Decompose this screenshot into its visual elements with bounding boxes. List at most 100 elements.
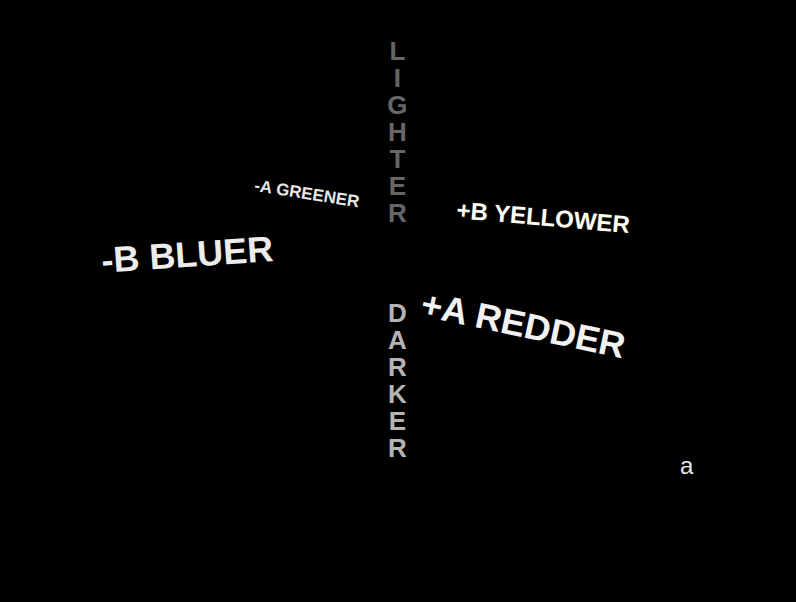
grid-line [0,570,796,571]
grid-line [52,155,400,162]
grid-line [339,121,340,300]
grid-line [567,123,568,300]
arrow-body [45,172,400,357]
grid-line [553,300,796,602]
grid-line [400,140,770,149]
grid-line [591,300,796,602]
grid-line [52,235,400,242]
grid-line [515,300,695,602]
grid-line [610,300,796,602]
grid-line [0,300,136,602]
grid-line [0,497,796,498]
grid-line [195,118,196,300]
grid-line [0,300,249,602]
grid-line [648,300,796,602]
grid-line [543,124,544,300]
grid-line [0,375,796,376]
grid-line [0,300,154,602]
grid-line [572,300,796,602]
grid-line [387,122,388,300]
grid-line [780,300,796,602]
grid-line [52,195,400,202]
grid-line [0,300,173,602]
grid-line [243,119,244,300]
grid-line [219,118,220,300]
grid-line [0,300,98,602]
arrow-body [296,2,502,300]
grid-line [759,121,760,300]
grid-line [52,175,400,182]
grid-line [200,300,344,602]
grid-line [0,300,60,602]
grid-line [534,300,750,602]
grid-line [477,300,585,602]
axis-label: -A GREENER [253,176,361,212]
grid-line [267,119,268,300]
grid-line [171,117,172,300]
grid-line [0,393,796,394]
grid-line [639,123,640,300]
axis-label: +A REDDER [417,283,629,367]
grid-line [419,300,420,602]
grid-line [0,300,268,602]
grid-line [0,300,192,602]
grid-line [0,300,211,602]
grid-line [663,122,664,300]
grid-line [0,415,796,416]
grid-line [400,240,770,249]
grid-line [400,220,770,229]
grid-line [686,300,796,602]
axis-label: +B YELLOWER [456,196,631,239]
grid-line [52,115,400,122]
grid-line [711,122,712,300]
grid-line [723,300,796,602]
axis-label: -B BLUER [100,228,274,282]
grid-line [310,300,382,602]
grid-line [0,300,3,602]
grid-line [735,122,736,300]
grid-line [35,300,287,602]
grid-line [629,300,796,602]
grid-line [0,319,796,320]
grid-line [0,300,117,602]
grid-line [0,466,796,467]
yellow-axis-line [597,120,599,300]
grid-line [0,343,796,344]
grid-line [0,300,79,602]
grid-line [0,330,796,331]
grid-line [51,115,52,300]
grid-line [400,160,770,169]
axis-label: LIGHTER [387,38,408,227]
axis-letter: a [680,452,693,480]
grid-line [0,358,796,359]
grid-line [471,124,472,300]
grid-line [0,299,796,300]
grid-line [423,125,424,300]
grid-line [52,275,400,282]
grid-line [447,125,448,300]
grid-line [704,300,796,602]
grid-line [0,308,796,309]
grid-line [52,295,400,302]
arrow-body [240,128,405,242]
grid-line [399,125,400,300]
b-axis-line [75,345,380,383]
axis-label: DARKER [387,300,408,462]
a-axis-line [420,340,672,462]
grid-line [363,121,364,300]
grid-line [400,280,770,289]
grid-line [0,300,22,602]
grid-line [687,122,688,300]
grid-line [365,300,401,602]
grid-line [0,439,796,440]
